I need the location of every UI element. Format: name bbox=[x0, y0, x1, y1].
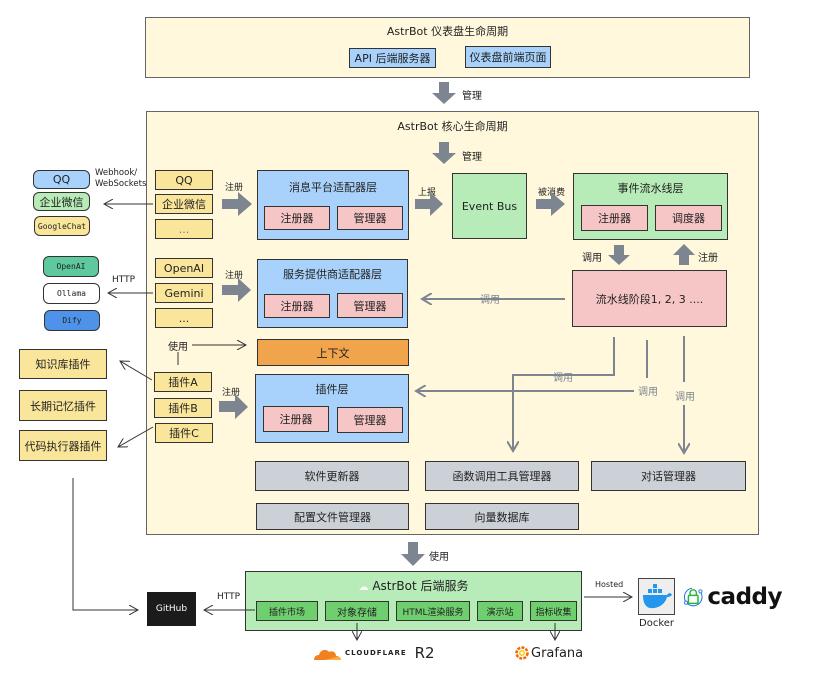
event-pipeline-layer: 事件流水线层 注册器 调度器 bbox=[573, 173, 728, 240]
hosted-label: Hosted bbox=[595, 580, 624, 589]
call-label-conversation: 调用 bbox=[673, 388, 697, 403]
call-label-provider: 调用 bbox=[478, 291, 502, 306]
report-label: 上报 bbox=[418, 188, 437, 198]
external-ollama: Ollama bbox=[43, 283, 100, 304]
platform-layer-title: 消息平台适配器层 bbox=[289, 181, 377, 194]
pipeline-stages: 流水线阶段1, 2, 3 .... bbox=[572, 270, 727, 327]
dashboard-frontend-page: 仪表盘前端页面 bbox=[465, 46, 551, 68]
context: 上下文 bbox=[257, 339, 409, 366]
plugin-register-label: 注册 bbox=[222, 388, 241, 398]
api-backend-server: API 后端服务器 bbox=[349, 48, 436, 68]
provider-layer-title: 服务提供商适配器层 bbox=[283, 268, 382, 281]
backend-title: AstrBot 后端服务 bbox=[372, 579, 469, 593]
code-executor-plugin: 代码执行器插件 bbox=[19, 430, 107, 461]
github: GitHub bbox=[147, 592, 196, 626]
backend-services-panel: ☁ AstrBot 后端服务 插件市场 对象存储 HTML渲染服务 演示站 指标… bbox=[245, 571, 582, 631]
platform-item-more: ... bbox=[155, 219, 213, 239]
event-bus: Event Bus bbox=[452, 173, 527, 239]
platform-item-wecom: 企业微信 bbox=[155, 194, 213, 214]
long-term-memory-plugin: 长期记忆插件 bbox=[19, 390, 107, 421]
caddy-lock-icon bbox=[683, 587, 703, 607]
object-storage: 对象存储 bbox=[325, 601, 389, 621]
cloudflare-r2-logo: CLOUDFLARE R2 bbox=[312, 642, 447, 664]
provider-protocol-label: HTTP bbox=[112, 275, 136, 285]
external-googlechat: GoogleChat bbox=[34, 216, 90, 236]
use-label: 使用 bbox=[168, 342, 188, 353]
github-protocol-label: HTTP bbox=[217, 592, 241, 602]
provider-manager: 管理器 bbox=[337, 293, 403, 318]
backend-title-wrap: ☁ AstrBot 后端服务 bbox=[246, 577, 581, 594]
plugin-item-b: 插件B bbox=[154, 398, 212, 418]
platform-registry: 注册器 bbox=[264, 206, 330, 230]
platform-protocol-text: Webhook/ WebSockets bbox=[95, 168, 147, 189]
platform-item-qq: QQ bbox=[155, 170, 213, 190]
docker-logo bbox=[638, 578, 675, 615]
config-file-manager: 配置文件管理器 bbox=[256, 503, 409, 530]
docker-label: Docker bbox=[639, 618, 675, 629]
plugin-item-a: 插件A bbox=[154, 372, 212, 392]
dashboard-lifecycle-panel: AstrBot 仪表盘生命周期 API 后端服务器 仪表盘前端页面 bbox=[145, 17, 750, 78]
platform-protocol-label: Webhook/ WebSockets bbox=[95, 168, 146, 190]
consumed-label: 被消费 bbox=[538, 188, 566, 198]
cloudflare-wordmark: CLOUDFLARE bbox=[345, 649, 407, 657]
plugin-registry: 注册器 bbox=[263, 406, 329, 432]
caddy-wordmark: caddy bbox=[707, 584, 782, 610]
grafana-wordmark: Grafana bbox=[531, 645, 584, 661]
r2-label: R2 bbox=[414, 644, 435, 662]
function-tool-manager: 函数调用工具管理器 bbox=[425, 461, 579, 491]
pipeline-call-label: 调用 bbox=[582, 253, 602, 264]
dashboard-title: AstrBot 仪表盘生命周期 bbox=[386, 25, 509, 38]
plugin-item-c: 插件C bbox=[155, 423, 213, 443]
line-code-github bbox=[72, 478, 138, 610]
caddy-logo: caddy bbox=[682, 582, 782, 612]
software-updater: 软件更新器 bbox=[255, 461, 409, 491]
backend-use-label: 使用 bbox=[429, 552, 449, 563]
core-manage-label: 管理 bbox=[462, 152, 482, 163]
arrow-backend-use bbox=[401, 542, 425, 566]
grafana-logo: Grafana bbox=[515, 643, 595, 663]
provider-adapter-layer: 服务提供商适配器层 注册器 管理器 bbox=[257, 259, 408, 328]
vector-database: 向量数据库 bbox=[425, 503, 579, 530]
plugin-market: 插件市场 bbox=[256, 601, 318, 621]
cloud-icon: ☁ bbox=[358, 582, 369, 593]
external-qq: QQ bbox=[33, 170, 90, 189]
pipeline-register-label: 注册 bbox=[698, 253, 718, 264]
core-title: AstrBot 核心生命周期 bbox=[397, 120, 508, 133]
docker-whale-icon bbox=[643, 584, 672, 609]
external-dify: Dify bbox=[44, 310, 100, 331]
plugin-layer: 插件层 注册器 管理器 bbox=[255, 374, 409, 443]
plugin-manager: 管理器 bbox=[337, 407, 403, 433]
provider-registry: 注册器 bbox=[264, 294, 330, 318]
grafana-icon bbox=[515, 646, 529, 660]
plugin-layer-title: 插件层 bbox=[315, 383, 349, 396]
metrics-collection: 指标收集 bbox=[530, 601, 577, 621]
conversation-manager: 对话管理器 bbox=[591, 461, 746, 491]
platform-adapter-layer: 消息平台适配器层 注册器 管理器 bbox=[257, 170, 409, 240]
provider-item-gemini: Gemini bbox=[155, 283, 213, 303]
pipeline-registry: 注册器 bbox=[581, 205, 648, 231]
platform-register-label: 注册 bbox=[225, 183, 244, 193]
html-render-service: HTML渲染服务 bbox=[396, 601, 470, 621]
arrow-dashboard-manage bbox=[432, 82, 456, 104]
knowledge-base-plugin: 知识库插件 bbox=[19, 349, 107, 379]
call-label-tool: 调用 bbox=[551, 369, 575, 384]
pipeline-layer-title: 事件流水线层 bbox=[617, 182, 684, 195]
call-label-plugin: 调用 bbox=[636, 383, 660, 398]
external-openai: OpenAI bbox=[43, 256, 99, 277]
provider-item-openai: OpenAI bbox=[155, 258, 213, 278]
pipeline-scheduler: 调度器 bbox=[655, 205, 722, 231]
provider-item-more: ... bbox=[155, 308, 213, 328]
provider-register-label: 注册 bbox=[225, 271, 244, 281]
dashboard-manage-label: 管理 bbox=[462, 91, 482, 102]
platform-manager: 管理器 bbox=[337, 206, 403, 230]
external-wecom: 企业微信 bbox=[33, 192, 90, 211]
cloudflare-cloud-icon bbox=[314, 649, 341, 660]
demo-site: 演示站 bbox=[477, 601, 523, 621]
